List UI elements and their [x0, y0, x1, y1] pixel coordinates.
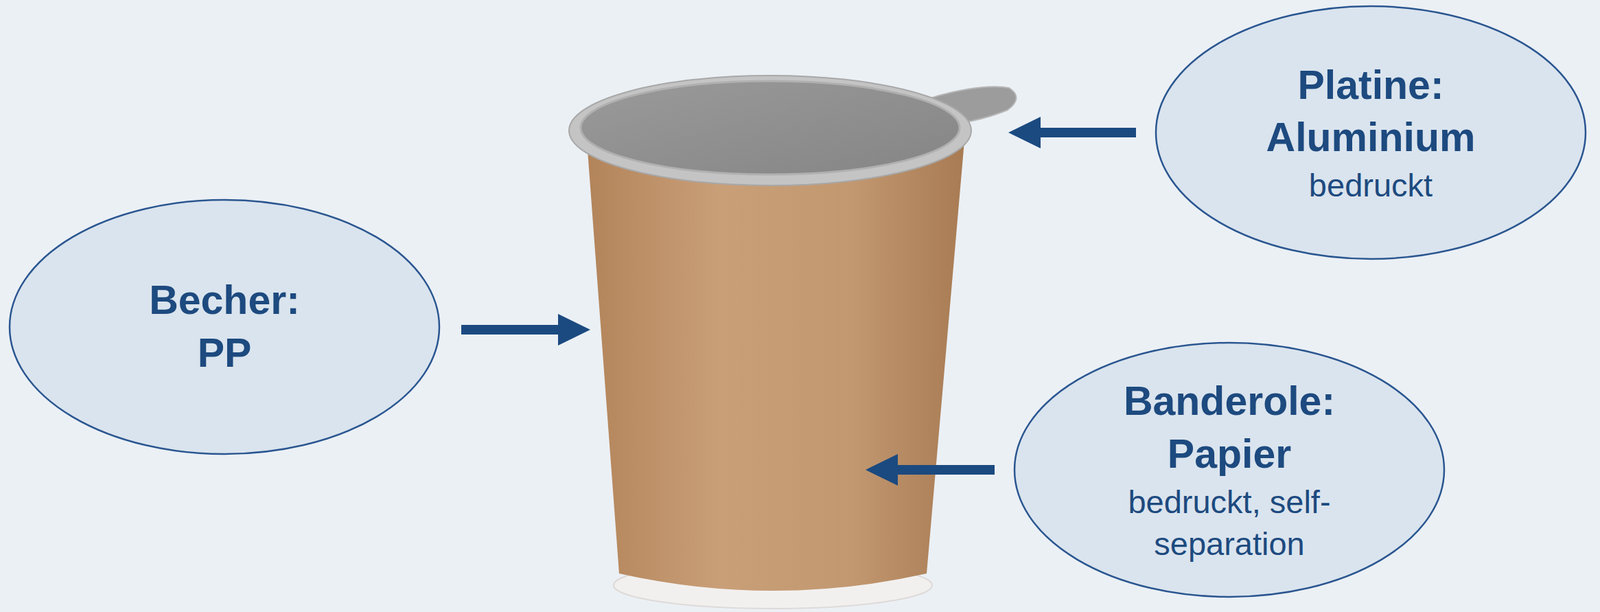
- material-note: bedruckt, self-separation: [1085, 480, 1374, 565]
- material-callout: Platine: Aluminiumbedruckt: [1154, 4, 1587, 261]
- ellipse-shape: [1155, 6, 1586, 259]
- leader-arrow: [461, 313, 591, 346]
- material-note: bedruckt: [1233, 164, 1509, 206]
- ellipse-shape: [9, 199, 440, 454]
- lid-rim: [569, 75, 972, 186]
- material-callout: Banderole: Papierbedruckt, self-separati…: [1013, 341, 1446, 598]
- ellipse-outline: [8, 198, 443, 457]
- aluminium-lid: [580, 80, 960, 175]
- material-callout: Becher: PP: [8, 198, 441, 456]
- material-heading: Banderole: Papier: [1085, 374, 1374, 480]
- material-heading: Becher: PP: [124, 273, 324, 379]
- ellipse-shape: [1014, 342, 1445, 597]
- leader-arrow: [1008, 116, 1136, 149]
- leader-arrow: [865, 453, 995, 486]
- material-heading: Platine: Aluminium: [1233, 59, 1509, 165]
- paper-banderole: [586, 140, 965, 591]
